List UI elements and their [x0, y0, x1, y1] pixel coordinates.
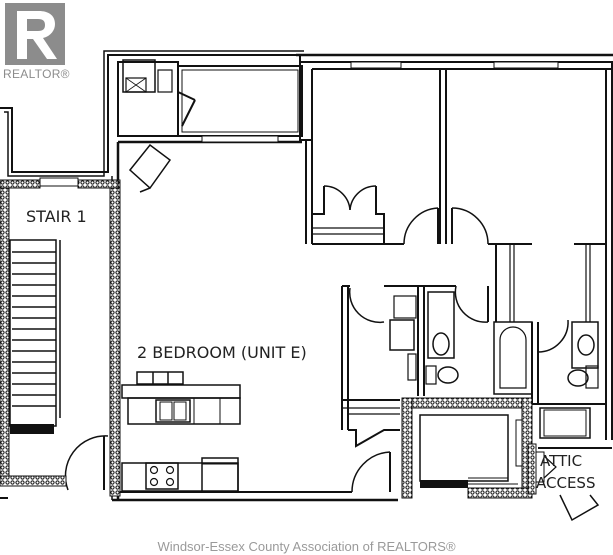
unit-label: 2 BEDROOM (UNIT E)	[137, 343, 307, 362]
attic-label-line1: ATTIC	[540, 452, 582, 470]
stair-label: STAIR 1	[26, 207, 87, 226]
attic-label-line2: ACCESS	[536, 474, 595, 492]
realtor-logo: REALTOR®	[3, 3, 70, 83]
realtor-logo-text: REALTOR®	[3, 67, 70, 81]
realtor-r-icon	[5, 3, 65, 65]
footer-attribution: Windsor-Essex County Association of REAL…	[157, 539, 456, 554]
